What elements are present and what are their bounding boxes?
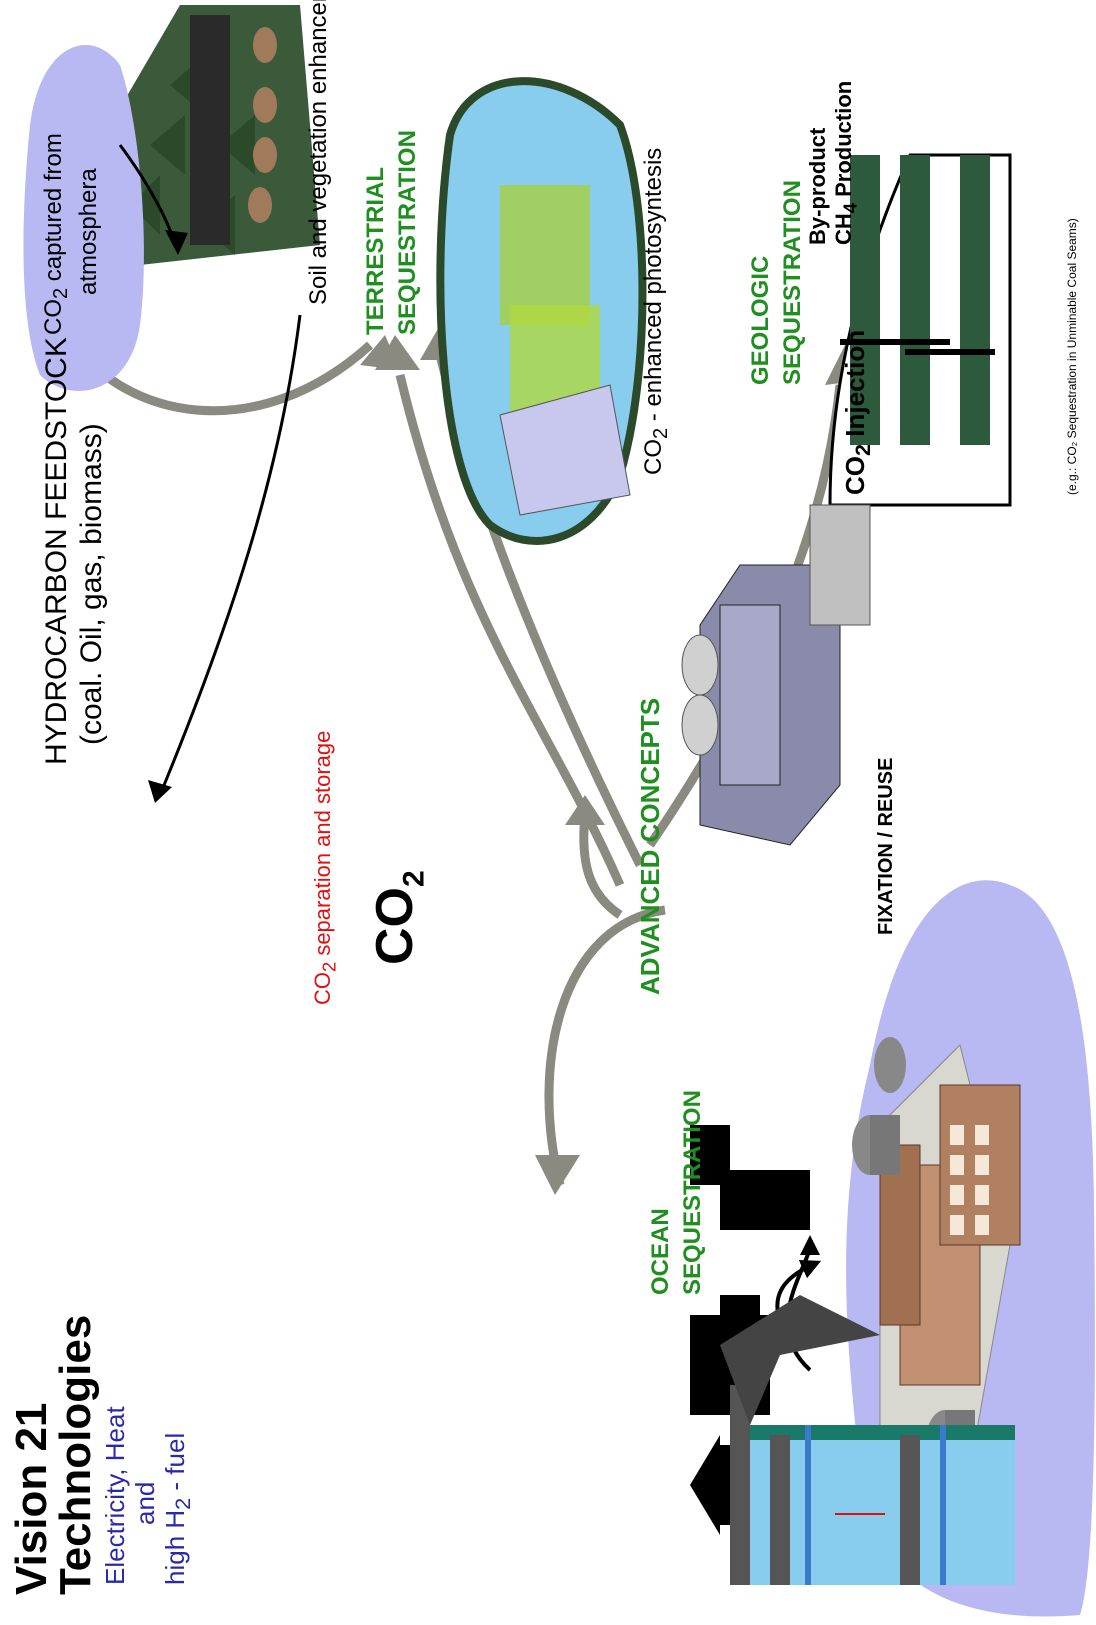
vision-title: Vision 21 Technologies bbox=[7, 1314, 100, 1595]
terrestrial-line1: TERRESTRIAL bbox=[362, 167, 389, 335]
soil-label: Soil and vegetation enhancement bbox=[305, 0, 332, 305]
vision-sub-line2: and bbox=[130, 1481, 160, 1525]
byproduct-sub: 4 bbox=[839, 203, 861, 214]
byproduct-line1: By-product bbox=[805, 127, 830, 245]
separation-rest: separation and storage bbox=[310, 730, 335, 962]
terrestrial-label: TERRESTRIAL SEQUESTRATION bbox=[360, 130, 424, 335]
capture-rest: captured from bbox=[40, 133, 67, 288]
forest-illustration bbox=[110, 5, 320, 265]
fixation-label: FIXATION / REUSE bbox=[875, 757, 897, 935]
vision-sub-line1: Electricity, Heat bbox=[100, 1406, 130, 1585]
injection-post: Injection bbox=[840, 329, 870, 444]
ocean-line1: OCEAN bbox=[647, 1208, 674, 1295]
feedstock-arrow bbox=[158, 314, 302, 796]
geologic-note: (e.g.: CO₂ Sequestration in Unminable Co… bbox=[1065, 218, 1079, 495]
ocean-label: OCEAN SEQUESTRATION bbox=[645, 1090, 709, 1295]
separation-sub: 2 bbox=[318, 961, 340, 972]
feedstock-title: HYDROCARBON FEEDSTOCK bbox=[40, 337, 73, 765]
terrestrial-line2: SEQUESTRATION bbox=[394, 130, 421, 335]
geologic-illustration bbox=[828, 153, 1012, 507]
center-co: CO bbox=[366, 887, 424, 965]
capture-label-line1: CO2 captured from bbox=[40, 133, 75, 335]
vision-sub-line3: high H2 - fuel bbox=[160, 1406, 198, 1585]
feedstock-subtitle: (coal. Oil, gas, biomass) bbox=[75, 423, 108, 745]
vision-sub-line3-pre: high H bbox=[160, 1509, 190, 1585]
vision-sub-line3-sub: 2 bbox=[170, 1497, 196, 1510]
capture-label: CO2 captured from atmosphera bbox=[40, 133, 103, 335]
injection-label: CO2 Injection bbox=[840, 330, 876, 495]
power-plant-illustration bbox=[852, 1037, 1021, 1526]
advanced-label: ADVANCED CONCEPTS bbox=[635, 697, 665, 995]
injection-co: CO bbox=[840, 456, 870, 495]
photo-co: CO bbox=[640, 439, 667, 475]
separation-label: CO2 separation and storage bbox=[310, 731, 340, 1005]
photo-rest: - enhanced photosyntesis bbox=[640, 147, 667, 428]
capture-cloud bbox=[23, 45, 144, 391]
arrow-to-ocean bbox=[544, 905, 666, 1187]
capture-label-line2: atmosphera bbox=[74, 168, 102, 295]
center-co2: CO2 bbox=[365, 870, 431, 965]
injection-sub: 2 bbox=[850, 443, 876, 456]
arrow-to-advanced bbox=[579, 814, 623, 919]
byproduct-line2: CH4 Production bbox=[831, 81, 863, 245]
photo-label: CO2 - enhanced photosyntesis bbox=[640, 148, 673, 475]
vision-sub-line3-post: - fuel bbox=[160, 1432, 190, 1498]
byproduct-post: Production bbox=[831, 80, 856, 204]
ocean-line2: SEQUESTRATION bbox=[679, 1090, 706, 1295]
byproduct-ch: CH bbox=[831, 213, 856, 245]
ocean-platform-illustration bbox=[720, 1295, 1015, 1585]
center-sub: 2 bbox=[397, 870, 431, 887]
vision-title-line2: Technologies bbox=[51, 1314, 100, 1595]
geologic-line1: GEOLOGIC bbox=[747, 255, 774, 385]
pond-illustration bbox=[436, 77, 647, 545]
vision-title-line1: Vision 21 bbox=[7, 1402, 56, 1595]
geologic-label: GEOLOGIC SEQUESTRATION bbox=[745, 180, 809, 385]
separation-co: CO bbox=[310, 972, 335, 1005]
byproduct-label: By-product CH4 Production bbox=[805, 81, 863, 245]
factory-illustration bbox=[681, 504, 871, 846]
capture-co: CO bbox=[40, 299, 67, 335]
photo-sub: 2 bbox=[649, 427, 672, 439]
vision-subtitle: Electricity, Heat and high H2 - fuel bbox=[100, 1406, 198, 1585]
capture-sub: 2 bbox=[49, 287, 72, 299]
